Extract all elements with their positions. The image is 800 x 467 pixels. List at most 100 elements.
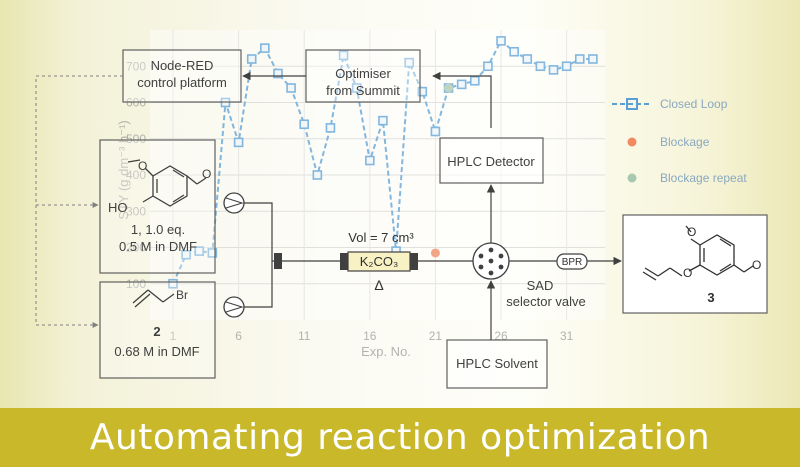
valve-label-selector: selector valve <box>506 294 585 309</box>
pump-1-arrow <box>225 197 244 209</box>
closed-loop-point <box>456 79 467 90</box>
product-structure <box>642 225 754 281</box>
y-tick-label: 700 <box>126 59 146 73</box>
closed-loop-point <box>351 83 362 93</box>
y-tick-label: 400 <box>126 168 146 182</box>
closed-loop-point <box>365 155 375 166</box>
closed-loop-point <box>404 57 414 68</box>
hplc-solvent-box: HPLC Solvent <box>446 339 548 389</box>
x-tick-label: 21 <box>429 329 443 343</box>
sad-selector-valve <box>472 242 510 280</box>
closed-loop-point <box>588 54 598 64</box>
closed-loop-point <box>430 126 441 137</box>
reactor-volume: Vol = 7 cm³ <box>348 230 414 245</box>
blockage-point <box>430 248 440 258</box>
bpr-label: BPR <box>562 257 583 268</box>
closed-loop-point <box>207 248 218 258</box>
pump-2-arrow <box>225 301 244 313</box>
reagent-1-box: O O HO 1, 1.0 eq. 0.5 M in DMF <box>99 139 216 274</box>
closed-loop-point <box>325 123 336 133</box>
closed-loop-point <box>417 86 428 97</box>
closed-loop-point <box>561 61 572 72</box>
hplc-detector-box: HPLC Detector <box>439 137 544 184</box>
product-ether-o: O <box>683 266 692 280</box>
closed-loop-point <box>312 170 323 180</box>
reagent-1-aldehyde-o: O <box>202 167 211 181</box>
closed-loop-point <box>509 46 519 57</box>
valve-label-sad: SAD <box>527 278 554 293</box>
blockage-repeat-point <box>444 83 454 93</box>
reagent-2-number: 2 <box>153 324 160 339</box>
legend-closed-loop-marker <box>626 98 638 110</box>
x-tick-label: 1 <box>170 329 177 343</box>
closed-loop-point <box>496 36 506 46</box>
title-banner: Automating reaction optimization <box>0 408 800 467</box>
reagent-2-box: Br 2 0.68 M in DMF <box>99 281 216 379</box>
x-tick-label: 16 <box>363 329 377 343</box>
chart-legend: Closed Loop Blockage Blockage repeat <box>612 97 747 185</box>
reactor-heat-symbol: Δ <box>374 277 383 293</box>
closed-loop-point <box>233 137 244 148</box>
control-line-pump2 <box>35 75 123 328</box>
x-tick-label: 6 <box>235 329 242 343</box>
reagent-2-br: Br <box>176 288 188 302</box>
reagent-1-structure <box>127 159 207 207</box>
reagent-1-conc: 0.5 M in DMF <box>119 239 197 254</box>
legend-closed-loop-label: Closed Loop <box>660 97 728 111</box>
x-axis-label: Exp. No. <box>361 344 411 359</box>
legend-blockage-marker <box>627 137 637 147</box>
closed-loop-point <box>469 75 480 86</box>
reagent-2-conc: 0.68 M in DMF <box>114 344 199 359</box>
y-tick-label: 100 <box>126 277 146 291</box>
product-number: 3 <box>707 290 714 305</box>
hplc-solvent-label: HPLC Solvent <box>456 356 538 371</box>
y-tick-label: 200 <box>126 241 146 255</box>
optimiser-label: Optimiser from Summit <box>326 66 400 98</box>
legend-blockage-label: Blockage <box>660 135 710 149</box>
legend-blockage-repeat-marker <box>627 173 637 183</box>
reagent-2-structure <box>132 289 175 308</box>
chart-grid <box>150 30 605 320</box>
reagent-1-ho: HO <box>108 200 128 215</box>
closed-loop-point <box>246 54 257 64</box>
y-tick-label: 300 <box>126 204 146 218</box>
op-text-line: from Summit <box>326 83 400 98</box>
product-box: O O O 3 <box>622 214 768 314</box>
closed-loop-point <box>378 115 388 126</box>
closed-loop-point <box>574 54 585 64</box>
hplc-detector-label: HPLC Detector <box>447 154 535 169</box>
closed-loop-point <box>286 83 296 93</box>
closed-loop-point <box>299 119 310 130</box>
reagent-1-label: 1, 1.0 eq. <box>131 222 185 237</box>
closed-loop-point <box>260 43 270 53</box>
reagent-1-methoxy-o: O <box>138 159 147 173</box>
op-text-line: Optimiser <box>335 66 391 81</box>
product-methoxy-o: O <box>687 225 696 239</box>
closed-loop-point <box>273 68 283 79</box>
closed-loop-point <box>535 61 546 72</box>
closed-loop-point <box>168 278 178 289</box>
closed-loop-point <box>338 50 349 61</box>
product-aldehyde-o: O <box>752 258 761 272</box>
y-tick-label: 500 <box>126 132 146 146</box>
y-axis-label: STY (g dm⁻³ h⁻¹) <box>116 120 131 219</box>
x-tick-label: 31 <box>560 329 574 343</box>
reactor-reagent: K₂CO₃ <box>360 254 399 269</box>
detector-to-optimiser-arrow <box>432 71 492 128</box>
legend-blockage-repeat-label: Blockage repeat <box>660 171 747 185</box>
reactor: K₂CO₃ Vol = 7 cm³ Δ <box>340 230 418 293</box>
closed-loop-point <box>194 246 205 256</box>
closed-loop-point <box>483 61 493 72</box>
x-tick-label: 11 <box>298 329 311 343</box>
banner-title: Automating reaction optimization <box>89 417 711 458</box>
pump-1-line <box>244 202 273 261</box>
closed-loop-point <box>548 65 559 75</box>
chart-series <box>168 36 598 289</box>
nr-text-line: control platform <box>137 75 227 90</box>
pump-2-line <box>244 261 273 308</box>
